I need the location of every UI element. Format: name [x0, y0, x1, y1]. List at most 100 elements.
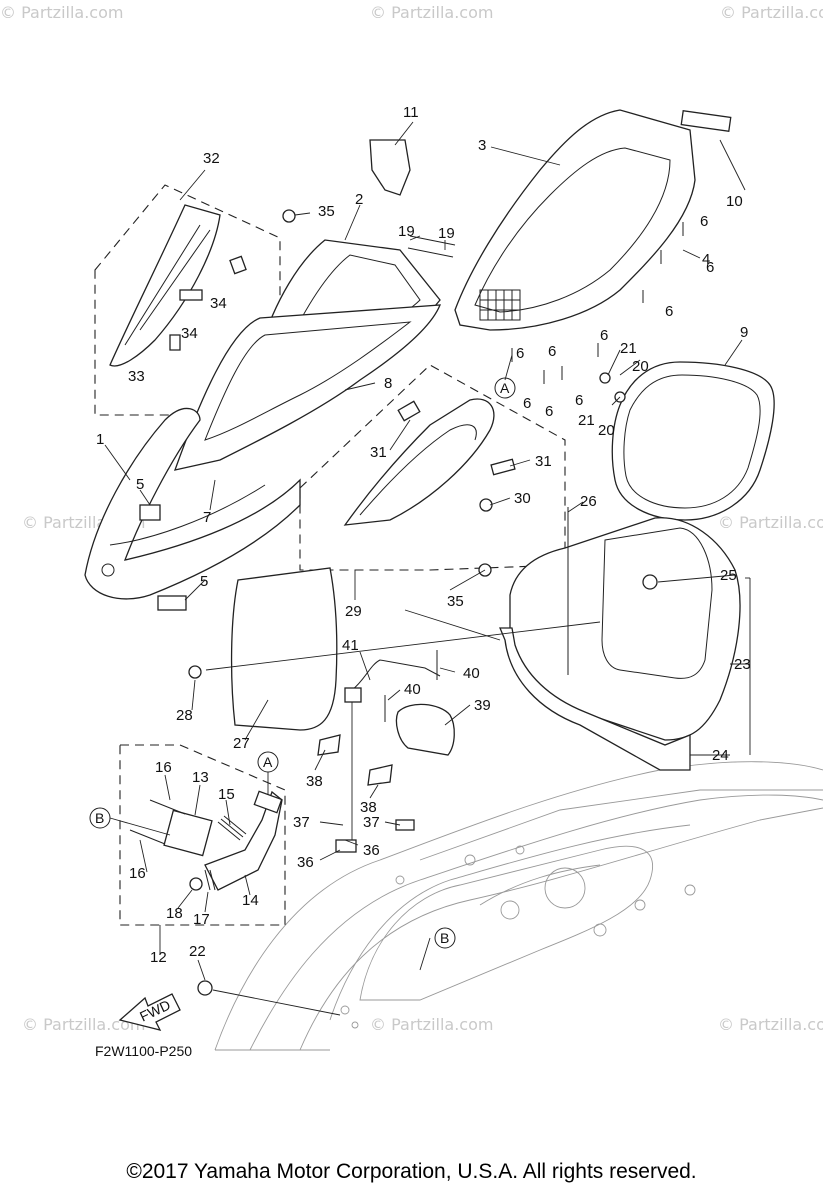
part-8-trim	[173, 304, 441, 471]
part-3-inner	[474, 147, 671, 313]
part-label-15: 15	[218, 786, 235, 803]
part-35-screw	[282, 209, 296, 223]
part-label-2: 2	[355, 191, 363, 208]
part-label-18: 18	[166, 905, 183, 922]
part-23-opening	[601, 527, 713, 679]
part-5-pad	[157, 595, 187, 611]
part-label-6: 6	[600, 327, 608, 344]
part-label-40: 40	[463, 665, 480, 682]
part-38-pad	[317, 734, 341, 756]
part-18-nut	[189, 877, 203, 891]
part-label-28: 28	[176, 707, 193, 724]
part-33-screw	[169, 334, 181, 351]
part-28-bolt	[188, 665, 202, 679]
part-label-39: 39	[474, 697, 491, 714]
part-label-6: 6	[706, 259, 714, 276]
watermark: © Partzilla.com	[720, 3, 823, 22]
part-label-37b: 37	[363, 814, 380, 831]
part-label-6: 6	[548, 343, 556, 360]
watermark: © Partzilla.com	[370, 1015, 493, 1034]
part-label-40b: 40	[404, 681, 421, 698]
part-9-seal	[611, 361, 775, 521]
part-22-bolt	[197, 980, 213, 996]
part-label-6: 6	[516, 345, 524, 362]
part-label-8: 8	[384, 375, 392, 392]
part-39-cover	[395, 703, 455, 756]
part-label-35: 35	[318, 203, 335, 220]
part-30-screw	[479, 498, 493, 512]
part-14-pad	[253, 790, 283, 814]
part-label-36b: 36	[363, 842, 380, 859]
part-label-21: 21	[620, 340, 637, 357]
callout-label: B	[440, 930, 449, 946]
copyright-notice: ©2017 Yamaha Motor Corporation, U.S.A. A…	[126, 1160, 697, 1183]
part-label-11: 11	[403, 104, 419, 121]
part-41-connector	[344, 687, 362, 703]
part-17-spring	[204, 869, 216, 891]
callout-A-1: A	[494, 377, 516, 399]
hull-outline	[214, 761, 823, 1051]
part-label-5: 5	[136, 476, 144, 493]
fwd-arrow: FWD	[118, 993, 181, 1031]
part-label-20: 20	[632, 358, 649, 375]
group-box-32	[94, 184, 281, 416]
part-10-strip	[680, 109, 732, 133]
part-label-16b: 16	[129, 865, 146, 882]
part-37-clip	[395, 819, 415, 831]
part-label-14: 14	[242, 892, 259, 909]
part-label-31: 31	[370, 444, 387, 461]
part-label-13: 13	[192, 769, 209, 786]
part-27-cover	[230, 567, 338, 731]
part-label-4: 4	[702, 251, 710, 268]
part-7-edge	[109, 484, 266, 546]
part-34-pad	[179, 289, 203, 301]
watermark-layer: © Partzilla.com © Partzilla.com © Partzi…	[0, 3, 823, 1034]
callout-B-2: B	[434, 927, 456, 949]
part-25-plug	[642, 574, 658, 590]
part-label-41: 41	[342, 637, 359, 654]
part-label-5b: 5	[200, 573, 208, 590]
part-label-38b: 38	[360, 799, 377, 816]
part-label-37: 37	[293, 814, 310, 831]
part-16-rod	[129, 829, 166, 845]
part-29-inner	[359, 424, 477, 516]
part-3-tray	[454, 109, 696, 331]
watermark: © Partzilla.com	[0, 3, 123, 22]
part-label-9: 9	[740, 324, 748, 341]
part-9-inner	[623, 374, 761, 509]
part-label-6: 6	[700, 213, 708, 230]
part-29-panel	[343, 398, 495, 526]
part-19-bolt	[407, 235, 456, 258]
part-41-cable	[351, 659, 441, 691]
part-label-34b: 34	[181, 325, 198, 342]
part-label-34: 34	[210, 295, 227, 312]
part-label-32: 32	[203, 150, 220, 167]
part-label-22: 22	[189, 943, 206, 960]
part-label-6: 6	[545, 403, 553, 420]
part-label-6: 6	[523, 395, 531, 412]
part-label-36: 36	[297, 854, 314, 871]
part-label-25: 25	[720, 567, 737, 584]
part-label-17: 17	[193, 911, 210, 928]
part-label-3: 3	[478, 137, 486, 154]
part-16-rod	[149, 799, 186, 815]
part-label-31b: 31	[535, 453, 552, 470]
part-3-mesh	[479, 289, 521, 321]
part-label-33: 33	[128, 368, 145, 385]
callout-B-1: B	[89, 807, 111, 829]
part-label-7: 7	[203, 509, 211, 526]
part-13-plate	[163, 809, 213, 857]
group-box-12	[119, 744, 286, 926]
watermark: © Partzilla.com	[22, 1015, 145, 1034]
part-label-10: 10	[726, 193, 743, 210]
part-label-27: 27	[233, 735, 250, 752]
part-1-hood	[84, 407, 301, 600]
part-label-29: 29	[345, 603, 362, 620]
part-label-23: 23	[734, 656, 751, 673]
hood-badge	[101, 563, 115, 577]
watermark: © Partzilla.com	[370, 3, 493, 22]
part-31-pad	[397, 400, 421, 422]
part-label-35b: 35	[447, 593, 464, 610]
part-label-20b: 20	[598, 422, 615, 439]
